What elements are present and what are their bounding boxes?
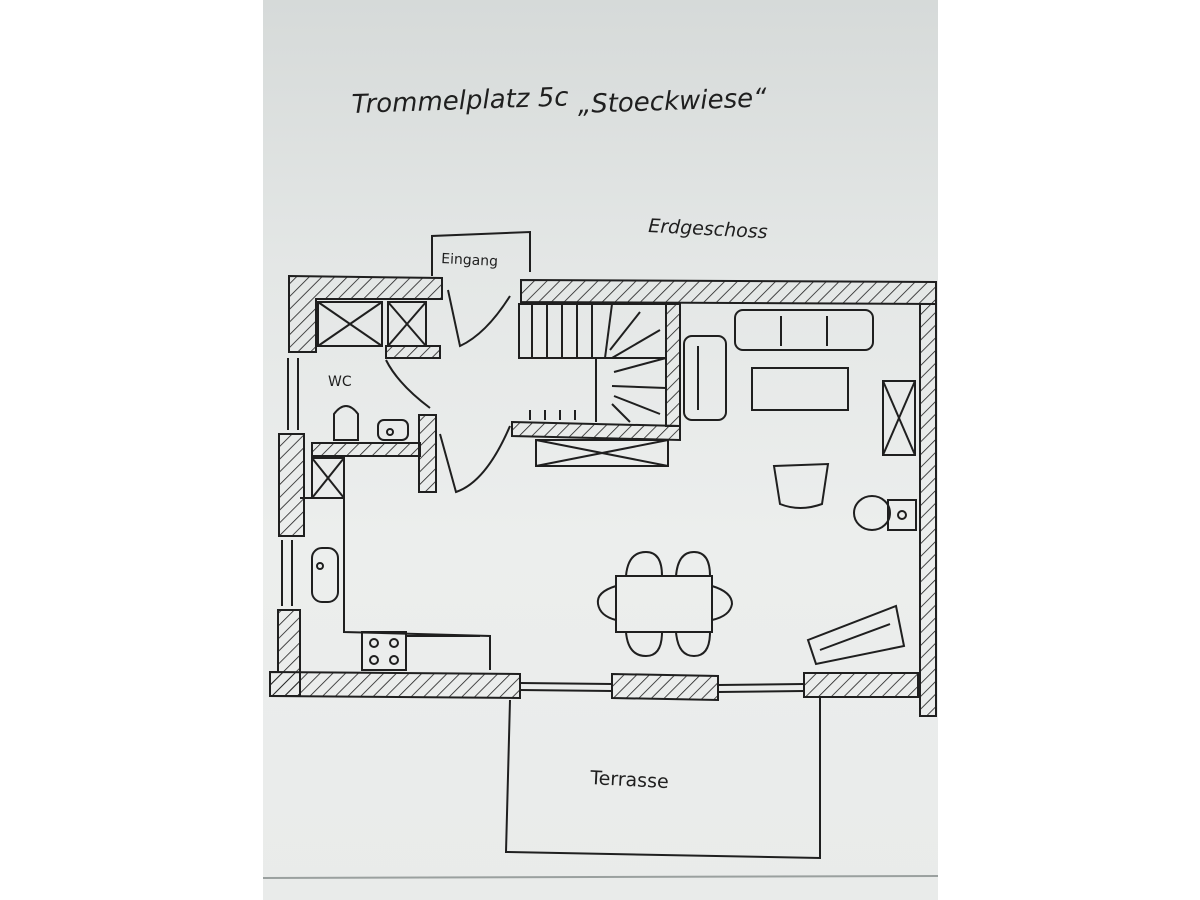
wc-label: WC bbox=[328, 374, 352, 390]
living-room-furniture bbox=[683, 309, 917, 666]
stove-fireplace-icon bbox=[887, 499, 917, 531]
wc-room: WC bbox=[328, 374, 409, 441]
wc-sink-icon bbox=[377, 419, 409, 441]
address-heading: Trommelplatz 5c bbox=[351, 82, 569, 120]
staircase bbox=[518, 303, 667, 423]
entrance-label-box: Eingang bbox=[431, 230, 531, 276]
window-lines bbox=[281, 358, 805, 693]
piano-icon bbox=[806, 604, 906, 666]
sheet-edge-line bbox=[262, 875, 939, 879]
terrace: Terrasse bbox=[504, 698, 821, 860]
sofa-icon bbox=[734, 309, 874, 351]
coffee-table-icon bbox=[751, 367, 849, 411]
interior-walls bbox=[311, 303, 681, 493]
exterior-walls bbox=[269, 274, 937, 717]
storage-cupboards bbox=[311, 301, 916, 499]
entrance-label: Eingang bbox=[441, 251, 499, 270]
kitchen-sink-icon bbox=[311, 547, 339, 603]
dining-set bbox=[596, 550, 734, 658]
kitchen bbox=[300, 497, 491, 671]
armchair-icon bbox=[772, 462, 830, 509]
dining-table-icon bbox=[615, 575, 713, 633]
round-table-icon bbox=[853, 495, 891, 531]
stove-icon bbox=[361, 631, 407, 671]
house-name-heading: „Stoeckwiese“ bbox=[577, 83, 767, 120]
entrance-doors bbox=[385, 289, 511, 494]
terrace-label: Terrasse bbox=[589, 767, 670, 793]
armchair-sofa-side-icon bbox=[683, 335, 727, 421]
floor-label: Erdgeschoss bbox=[648, 215, 769, 243]
toilet-icon bbox=[333, 405, 359, 441]
